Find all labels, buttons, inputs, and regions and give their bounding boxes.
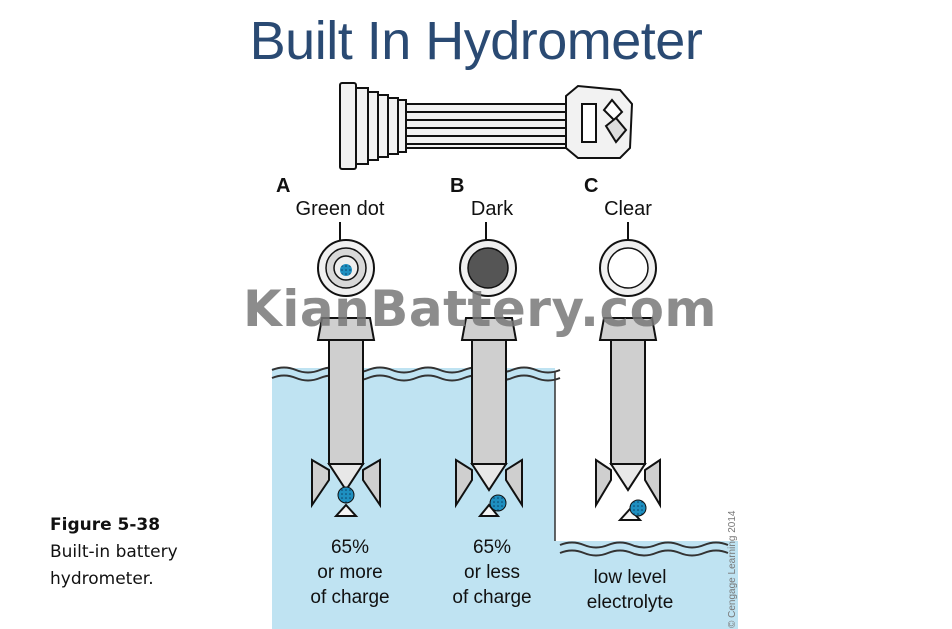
panel-a-green-dot bbox=[340, 264, 352, 276]
panel-c-indicator-label: Clear bbox=[604, 198, 652, 220]
panel-c-probe bbox=[595, 317, 661, 521]
watermark: KianBattery.com bbox=[243, 280, 718, 338]
panel-c: C Clear low level electrolyte bbox=[584, 175, 673, 613]
panel-c-result-line-2: electrolyte bbox=[587, 592, 674, 613]
page-title: Built In Hydrometer bbox=[249, 11, 703, 71]
panel-c-clear-indicator bbox=[607, 247, 649, 289]
panel-c-ball bbox=[629, 499, 647, 517]
figure-description: Built-in battery hydrometer. bbox=[50, 542, 178, 589]
panel-c-result-line-1: low level bbox=[594, 567, 667, 588]
panel-a-ball bbox=[337, 486, 355, 504]
panel-c-letter: C bbox=[584, 175, 598, 197]
electrolyte-wave-low bbox=[559, 541, 729, 557]
panel-a-result-line-1: 65% bbox=[331, 537, 369, 558]
panel-b-ball bbox=[489, 494, 507, 512]
panel-a-letter: A bbox=[276, 175, 290, 197]
panel-b-dark-indicator bbox=[467, 247, 509, 289]
panel-b-letter: B bbox=[450, 175, 464, 197]
panel-b-result-line-2: or less bbox=[464, 562, 520, 583]
panel-b-result-line-1: 65% bbox=[473, 537, 511, 558]
electrolyte-wave-high bbox=[271, 366, 561, 382]
figure-number: Figure 5-38 bbox=[50, 515, 161, 535]
panel-a-probe bbox=[311, 317, 381, 517]
hydrometer-plug bbox=[339, 82, 634, 170]
panel-b: B Dark 65% or less of charge bbox=[450, 175, 532, 608]
panel-b-probe bbox=[455, 317, 523, 517]
panel-a: A Green dot 65% or more of charge bbox=[276, 175, 390, 608]
figure-caption: Figure 5-38 Built-in battery hydrometer. bbox=[50, 512, 250, 593]
panel-b-result-line-3: of charge bbox=[452, 587, 531, 608]
copyright-notice: © Cengage Learning 2014 bbox=[727, 510, 738, 628]
panel-a-indicator-label: Green dot bbox=[296, 198, 385, 220]
panel-a-result-line-2: or more bbox=[317, 562, 382, 583]
panel-b-indicator-label: Dark bbox=[471, 198, 514, 220]
panel-a-result-line-3: of charge bbox=[310, 587, 389, 608]
